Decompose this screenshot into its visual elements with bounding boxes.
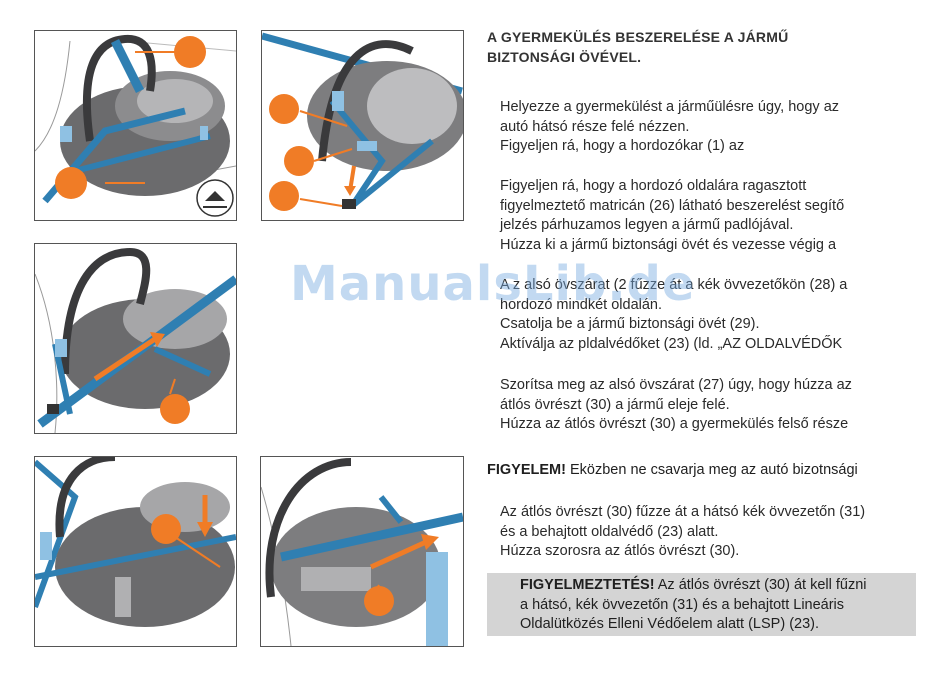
paragraph-line: Húzza ki a jármű biztonsági övét és veze… bbox=[500, 236, 837, 253]
paragraph-line: autó hátsó része felé nézzen. bbox=[500, 118, 690, 135]
warning-first-line: Az átlós övrészt (30) át kell fűzni bbox=[654, 577, 867, 593]
warning-line: a hátsó, kék övvezetőn (31) és a behajto… bbox=[520, 596, 845, 613]
illustration-step-5 bbox=[260, 456, 464, 647]
belt-buckle-icon bbox=[342, 199, 356, 209]
instruction-paragraph-5: Az átlós övrészt (30) fűzze át a hátsó k… bbox=[500, 503, 920, 562]
warning-label: FIGYELMEZTETÉS! bbox=[520, 577, 655, 593]
paragraph-line: Figyeljen rá, hogy a hordozókar (1) az bbox=[500, 138, 745, 155]
paragraph-line: Figyeljen rá, hogy a hordozó oldalára ra… bbox=[500, 178, 807, 194]
notice-text: Eközben ne csavarja meg az autó bizotnsá… bbox=[565, 462, 858, 478]
instruction-paragraph-4: Szorítsa meg az alsó övszárat (27) úgy, … bbox=[500, 376, 920, 435]
paragraph-line: és a behajtott oldalvédő (23) alatt. bbox=[500, 523, 719, 540]
watermark: ManualsLib.de bbox=[290, 256, 696, 312]
paragraph-line: Aktíválja az pldalvédőket (23) (ld. „AZ … bbox=[500, 335, 843, 352]
seat-placement-illustration bbox=[35, 34, 236, 217]
title-line-2: BIZTONSÁGI ÖVÉVEL. bbox=[487, 49, 642, 65]
illustration-step-1 bbox=[34, 30, 237, 221]
paragraph-line: A z alsó övszárat (2 fűzze át a kék övve… bbox=[500, 277, 848, 293]
paragraph-line: jelzés párhuzamos legyen a jármű padlójá… bbox=[500, 217, 794, 234]
paragraph-line: Az átlós övrészt (30) fűzze át a hátsó k… bbox=[500, 504, 866, 520]
illustration-step-2 bbox=[261, 30, 464, 221]
number-marker-icon bbox=[174, 36, 206, 68]
paragraph-line: Szorítsa meg az alsó övszárat (27) úgy, … bbox=[500, 377, 852, 393]
paragraph-line: Csatolja be a jármű biztonsági övét (29)… bbox=[500, 316, 760, 333]
paragraph-line: Helyezze a gyermekülést a járműülésre úg… bbox=[500, 99, 840, 115]
warning-line: Oldalütközés Elleni Védőelem alatt (LSP)… bbox=[520, 616, 820, 633]
illustration-step-4 bbox=[34, 456, 237, 647]
section-title: A GYERMEKÜLÉS BESZERELÉSE A JÁRMŰ BIZTON… bbox=[487, 27, 927, 67]
notice-label: FIGYELEM! bbox=[487, 462, 566, 478]
instruction-paragraph-2: Figyeljen rá, hogy a hordozó oldalára ra… bbox=[500, 177, 920, 255]
illustration-step-3 bbox=[34, 243, 237, 434]
paragraph-line: átlós övrészt (30) a jármű eleje felé. bbox=[500, 396, 730, 413]
instruction-paragraph-3: A z alsó övszárat (2 fűzze át a kék övve… bbox=[500, 276, 920, 354]
paragraph-line: Húzza szorosra az átlós övrészt (30). bbox=[500, 543, 740, 560]
instruction-paragraph-1: Helyezze a gyermekülést a járműülésre úg… bbox=[500, 98, 920, 157]
title-line-1: A GYERMEKÜLÉS BESZERELÉSE A JÁRMŰ bbox=[487, 29, 789, 45]
warning-box: FIGYELMEZTETÉS! Az átlós övrészt (30) át… bbox=[487, 573, 916, 636]
paragraph-line: Húzza az átlós övrészt (30) a gyermekülé… bbox=[500, 416, 849, 433]
direction-arrow-icon bbox=[93, 336, 157, 382]
paragraph-line: figyelmeztető matricán (26) látható besz… bbox=[500, 197, 845, 214]
paragraph-line: hordozó mindkét oldalán. bbox=[500, 296, 663, 313]
notice-line: FIGYELEM! Eközben ne csavarja meg az aut… bbox=[487, 460, 858, 480]
